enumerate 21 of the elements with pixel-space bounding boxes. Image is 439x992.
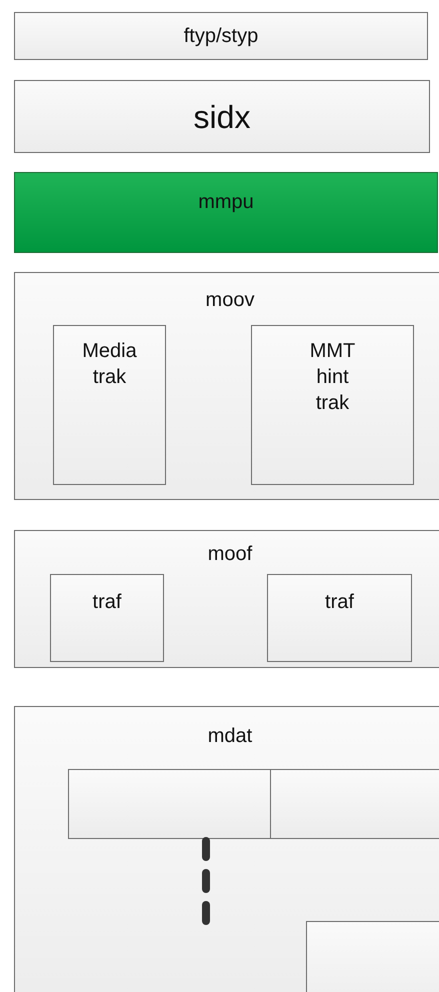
- box-label: moof: [206, 542, 254, 567]
- container-box: [14, 530, 439, 668]
- box-label: traf: [324, 590, 355, 615]
- box: [14, 172, 438, 253]
- box-label: ftyp/styp: [182, 24, 260, 49]
- box: [50, 574, 164, 662]
- box: [53, 325, 166, 485]
- box-label: mmpu: [197, 190, 255, 215]
- container-box: [14, 272, 439, 500]
- box: [14, 12, 428, 60]
- box-label: mdat: [206, 724, 254, 749]
- box-label: MMT hint trak: [308, 339, 356, 416]
- box: [251, 325, 414, 485]
- box-label: moov: [204, 288, 256, 313]
- empty-box: [306, 921, 439, 992]
- box-label: Media trak: [81, 339, 138, 390]
- box-label: sidx: [192, 98, 252, 137]
- box-label: traf: [92, 590, 122, 615]
- box: [14, 80, 430, 153]
- box: [267, 574, 412, 662]
- container-box: [14, 706, 439, 992]
